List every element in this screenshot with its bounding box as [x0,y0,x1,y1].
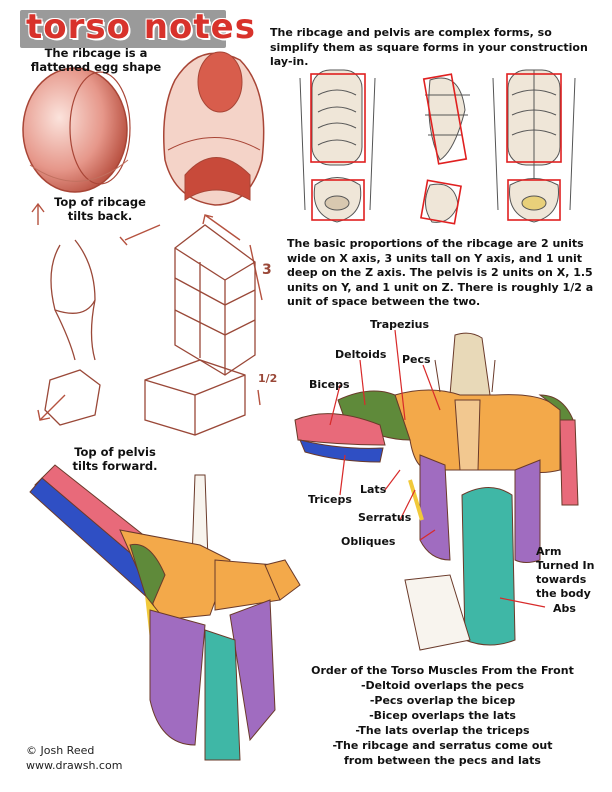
order-line: -Deltoid overlaps the pecs [360,679,525,692]
credit-author: © Josh Reed [26,744,95,757]
ribcage-tilted-sketch [163,51,265,206]
obliques-label: Obliques [341,535,396,548]
ribcage-shape-note: The ribcage is a flattened egg shape [30,46,162,74]
pelvis-tilt-note: Top of pelvis tilts forward. [72,445,158,473]
biceps-label: Biceps [309,378,350,391]
credit: © Josh Reed www.drawsh.com [26,743,122,773]
order-line: -The ribcage and serratus come out [332,739,553,752]
abs-label: Abs [553,602,576,615]
order-line: -The lats overlap the triceps [355,724,530,737]
triceps-label: Triceps [308,493,352,506]
order-line: -Pecs overlap the bicep [369,694,516,707]
pelvis-box-sketch [144,359,246,436]
guide-boxes [310,73,562,225]
muscle-order-list: Order of the Torso Muscles From the Fron… [300,663,585,768]
credit-site: www.drawsh.com [26,759,123,772]
order-heading: Order of the Torso Muscles From the Fron… [311,664,574,677]
title-banner [20,10,226,48]
trapezius-label: Trapezius [370,318,430,331]
proportions-text: The basic proportions of the ribcage are… [287,237,594,308]
order-line: -Bicep overlaps the lats [369,709,516,722]
ribcage-tilt-note: Top of ribcage tilts back. [54,195,146,223]
serratus-label: Serratus [358,511,412,524]
order-line: from between the pecs and lats [344,754,541,767]
pecs-label: Pecs [402,353,431,366]
skeleton-views [299,69,576,223]
ribcage-egg-sketch [22,67,131,193]
arm-turned-label: Arm Turned In towards the body [536,545,595,600]
front-torso-muscles [294,332,579,651]
intro-text: The ribcage and pelvis are complex forms… [270,26,588,68]
back-torso-muscles [29,464,301,761]
half-unit-mark: 1/2 [258,372,278,385]
side-torso-sketch [44,239,101,426]
page-title: torso notes [26,7,256,47]
arrows-sketch [31,202,263,421]
ribcage-box-sketch [174,224,256,376]
y-units-mark: 3 [262,262,272,278]
leader-lines [329,329,546,608]
lats-label: Lats [360,483,387,496]
deltoids-label: Deltoids [335,348,387,361]
